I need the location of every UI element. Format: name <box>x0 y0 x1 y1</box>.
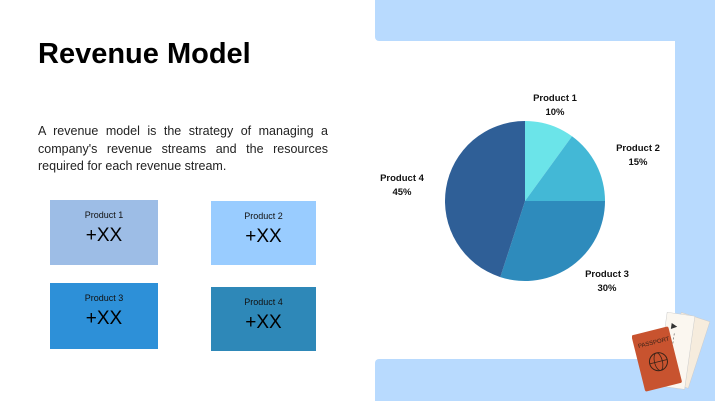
product-card-1: Product 1 +XX <box>50 200 158 265</box>
product-card-3: Product 3 +XX <box>50 283 158 349</box>
label-name: Product 4 <box>380 173 424 184</box>
label-name: Product 2 <box>616 143 660 154</box>
label-percent: 10% <box>545 107 565 118</box>
passport-tickets-icon: PASSPORT <box>631 310 712 398</box>
card-value: +XX <box>85 308 123 329</box>
pie-slice-4 <box>445 121 525 278</box>
pie-label-product-1: Product 1 10% <box>525 92 585 120</box>
pie-chart-graphic <box>445 121 605 281</box>
card-label: Product 2 <box>244 211 283 221</box>
card-value: +XX <box>245 226 282 247</box>
pie-label-product-4: Product 4 45% <box>372 172 432 200</box>
pie-label-product-3: Product 3 30% <box>577 268 637 296</box>
pie-slice-2 <box>525 136 605 201</box>
pie-slice-3 <box>500 201 605 281</box>
label-name: Product 1 <box>533 93 577 104</box>
card-label: Product 4 <box>244 297 283 307</box>
slide-title: Revenue Model <box>38 38 251 70</box>
product-card-4: Product 4 +XX <box>211 287 316 351</box>
pie-slice-1 <box>525 121 573 201</box>
decorative-band-right <box>675 41 715 361</box>
label-name: Product 3 <box>585 269 629 280</box>
pie-label-product-2: Product 2 15% <box>608 142 668 170</box>
pie-chart: Product 1 10% Product 2 15% Product 3 30… <box>375 85 675 300</box>
label-percent: 30% <box>597 283 617 294</box>
card-value: +XX <box>245 312 282 333</box>
label-percent: 45% <box>392 187 412 198</box>
decorative-band-top <box>375 0 715 41</box>
card-value: +XX <box>85 225 123 246</box>
card-label: Product 1 <box>84 210 124 220</box>
slide-description: A revenue model is the strategy of manag… <box>38 124 328 173</box>
label-percent: 15% <box>628 157 648 168</box>
product-card-2: Product 2 +XX <box>211 201 316 265</box>
card-label: Product 3 <box>84 293 124 303</box>
